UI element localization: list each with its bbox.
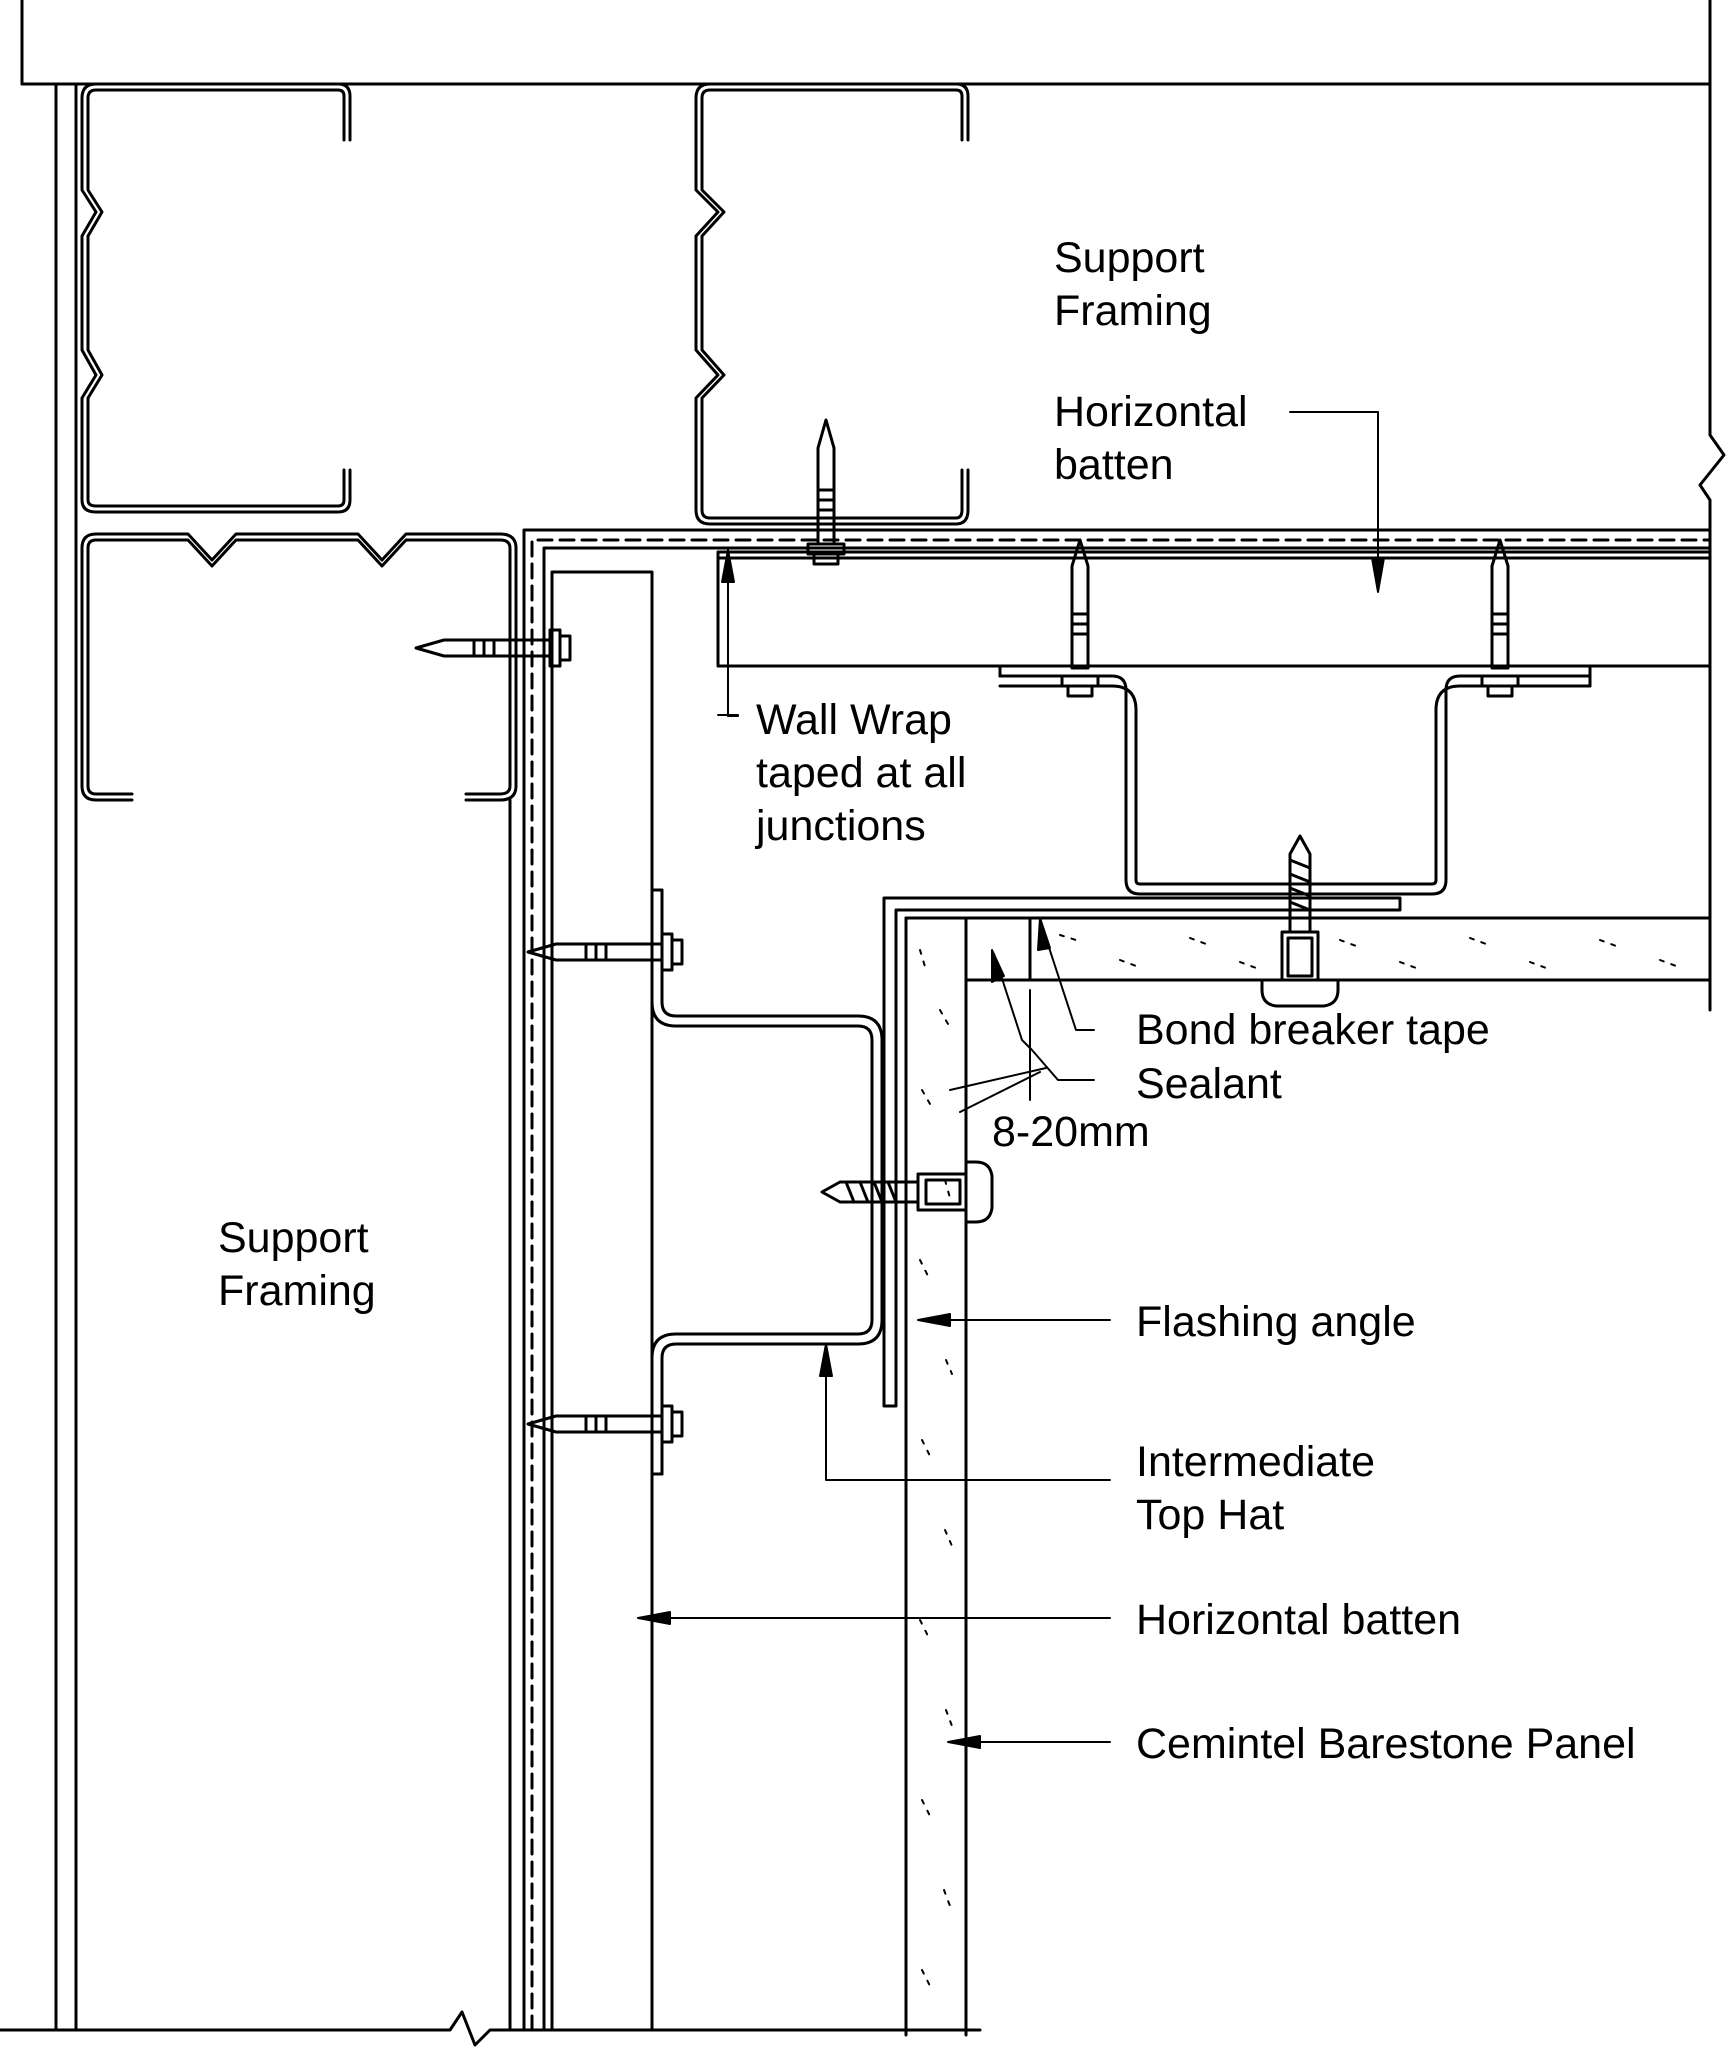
label-sealant: Sealant — [1136, 1060, 1282, 1108]
stud-top-left — [80, 82, 352, 514]
stud-left — [80, 532, 518, 2032]
label-wall-wrap: Wall Wrap taped at all junctions — [756, 696, 967, 850]
flashing-angle — [882, 896, 1402, 1408]
label-flashing-angle: Flashing angle — [1136, 1298, 1416, 1346]
vertical-batten — [550, 570, 654, 2032]
label-horizontal-batten-top: Horizontal batten — [1054, 388, 1248, 489]
screw-top-hat-lower — [526, 1404, 684, 1444]
panel-screw-side — [820, 1160, 994, 1224]
panel-horizontal — [964, 916, 1712, 982]
label-support-framing-left: Support Framing — [218, 1214, 376, 1315]
top-hat-top — [998, 664, 1592, 896]
label-bond-breaker-tape: Bond breaker tape — [1136, 1006, 1490, 1054]
label-cemintel-panel: Cemintel Barestone Panel — [1136, 1720, 1636, 1768]
label-support-framing-top: Support Framing — [1054, 234, 1212, 335]
screw-top-hat-upper — [526, 932, 684, 972]
wall-wrap — [522, 528, 1712, 2032]
label-gap-dimension: 8-20mm — [992, 1108, 1150, 1156]
panel-vertical — [904, 916, 968, 2037]
screw-left-stud — [414, 628, 572, 668]
stud-top-middle — [694, 82, 970, 526]
screw-top-3 — [1480, 538, 1520, 698]
label-horizontal-batten-side: Horizontal batten — [1136, 1596, 1462, 1644]
screw-top-1 — [806, 418, 846, 566]
top-hat-left — [650, 888, 884, 1476]
horizontal-batten-top — [716, 550, 1712, 668]
screw-top-2 — [1060, 538, 1100, 698]
label-intermediate-top-hat: Intermediate Top Hat — [1136, 1438, 1376, 1539]
panel-screw-top — [1260, 834, 1340, 1008]
leaders — [637, 411, 1385, 1749]
